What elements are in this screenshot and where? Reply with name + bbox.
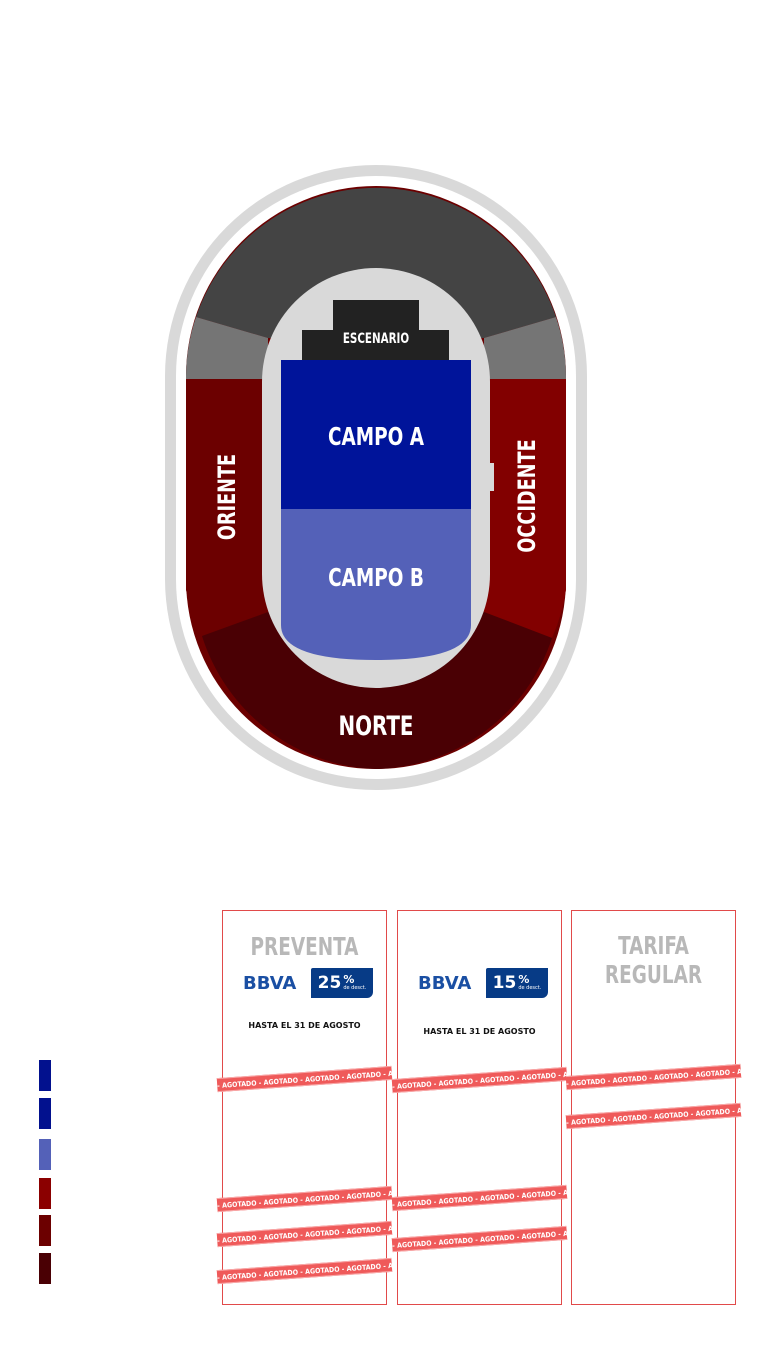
column-title: PREVENTA [250,932,359,961]
sold-out-strip: - AGOTADO - AGOTADO - AGOTADO - AGOTADO … [391,1184,568,1212]
bbva-promo: BBVA 15 % de desct. [418,967,550,999]
legend-swatch-4 [39,1178,51,1209]
sold-out-strip: - AGOTADO - AGOTADO - AGOTADO - AGOTADO … [216,1185,393,1213]
upper-stand [196,187,556,338]
valid-until: HASTA EL 31 DE AGOSTO [423,1027,536,1036]
norte-label: NORTE [338,710,413,742]
sold-out-strip: - AGOTADO - AGOTADO - AGOTADO - AGOTADO … [216,1065,393,1093]
stage [333,300,419,334]
discount-unit: % [518,973,530,986]
section-campo-b[interactable] [281,509,471,660]
sold-out-strip: - AGOTADO - AGOTADO - AGOTADO - AGOTADO … [565,1063,742,1091]
price-column-preventa-25: PREVENTA BBVA 25 % de desct. HASTA EL 31… [216,910,393,1305]
section-campo-a[interactable] [281,360,471,510]
legend-swatch-3 [39,1139,51,1170]
campo-a-label: CAMPO A [328,423,424,451]
discount-badge: 15 % de desct. [486,968,548,998]
discount-subtext: de desct. [518,985,542,991]
occidente-label: OCCIDENTE [514,439,541,552]
legend-swatch-2 [39,1098,51,1129]
sold-out-strip: - AGOTADO - AGOTADO - AGOTADO - AGOTADO … [391,1066,568,1094]
side-stand-right [484,317,566,379]
campo-b-label: CAMPO B [328,564,424,592]
legend-swatch-5 [39,1215,51,1246]
column-title-line1: TARIFA [618,931,689,960]
discount-percent: 25 [317,973,342,993]
sold-out-strip: - AGOTADO - AGOTADO - AGOTADO - AGOTADO … [391,1225,568,1253]
section-occidente[interactable] [484,379,566,638]
column-title-line2: REGULAR [604,960,703,989]
bbva-promo: BBVA 25 % de desct. [243,967,375,999]
bbva-logo: BBVA [418,972,472,994]
discount-badge: 25 % de desct. [311,968,373,998]
sold-out-strip: - AGOTADO - AGOTADO - AGOTADO - AGOTADO … [216,1220,393,1248]
legend-swatch-6 [39,1253,51,1284]
section-norte[interactable] [202,612,552,769]
stadium-map: ESCENARIO CAMPO A CAMPO B ORIENTE OCCIDE… [165,165,587,790]
discount-subtext: de desct. [343,985,367,991]
price-column-preventa-15: BBVA 15 % de desct. HASTA EL 31 DE AGOST… [391,910,568,1305]
section-oriente[interactable] [186,379,268,636]
legend-swatch-1 [39,1060,51,1091]
price-column-tarifa-regular: TARIFA REGULAR - AGOTADO - AGOTADO - AGO… [565,910,742,1305]
valid-until: HASTA EL 31 DE AGOSTO [248,1021,361,1030]
sold-out-strip: - AGOTADO - AGOTADO - AGOTADO - AGOTADO … [216,1257,393,1285]
sold-out-strip: - AGOTADO - AGOTADO - AGOTADO - AGOTADO … [565,1102,742,1130]
bbva-logo: BBVA [243,972,297,994]
oriente-label: ORIENTE [214,454,241,540]
discount-percent: 15 [492,973,517,993]
stage-label: ESCENARIO [343,331,410,347]
side-stand-left [186,317,268,379]
discount-unit: % [343,973,355,986]
